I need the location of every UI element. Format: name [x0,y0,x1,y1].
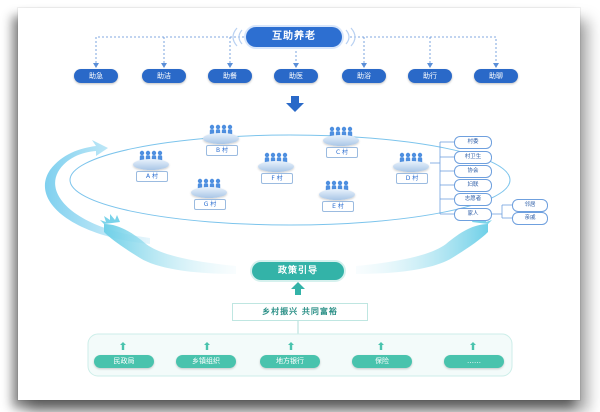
connector-arrowheads [93,63,499,68]
down-arrow-icon [286,96,304,112]
cycle-swoosh [44,140,150,244]
org-pill: 地方银行 [260,355,320,368]
village-base [393,161,429,172]
branch-neighbors: 邻居 [512,199,548,212]
service-pill: 助行 [408,69,452,83]
org-pill: 乡镇组织 [176,355,236,368]
slogan-box: 乡村振兴 共同富裕 [232,303,368,321]
branch-womens-federation: 妇联 [454,179,492,192]
village-f: F 村 [255,152,297,184]
village-base [319,189,355,200]
village-label: D 村 [396,173,428,184]
service-pill: 助洁 [142,69,186,83]
service-pill: 助浴 [342,69,386,83]
village-ring [69,134,511,226]
village-base [191,187,227,198]
village-label: G 村 [194,199,226,210]
branch-village-health: 村卫生 [454,151,492,164]
service-connectors [95,36,497,66]
village-a: A 村 [130,150,172,182]
village-d-branch-lines [430,141,512,219]
org-up-arrow-icon [204,342,210,350]
branch-relatives: 亲戚 [512,212,548,225]
policy-guidance-pill: 政策引导 [252,262,344,280]
village-label: C 村 [326,147,358,158]
village-base [258,161,294,172]
village-label: E 村 [322,201,354,212]
org-pill: 保险 [352,355,412,368]
branch-village-committee: 村委 [454,136,492,149]
village-label: A 村 [136,171,168,182]
branch-family: 家人 [454,208,492,221]
left-fingers [100,214,120,224]
title-pill: 互助养老 [246,27,342,47]
policy-up-arrow-icon [291,282,305,295]
left-hand-icon [104,224,236,274]
village-label: B 村 [206,145,238,156]
village-g: G 村 [188,178,230,210]
org-up-arrow-icon [120,342,126,350]
branch-volunteers: 志愿者 [454,193,492,206]
village-label: F 村 [261,173,293,184]
service-pill: 助急 [74,69,118,83]
org-up-arrow-icon [470,342,476,350]
village-b: B 村 [200,124,242,156]
service-pill: 助医 [274,69,318,83]
village-d: D 村 [390,152,432,184]
org-up-arrow-icon [378,342,384,350]
right-hand-icon [356,224,488,274]
village-c: C 村 [320,126,362,158]
village-base [203,133,239,144]
service-pill: 助聊 [474,69,518,83]
service-pill: 助餐 [208,69,252,83]
org-pill: …… [444,355,504,368]
village-base [133,159,169,170]
title-glow [232,27,356,47]
org-up-arrow-icon [288,342,294,350]
village-e: E 村 [316,180,358,212]
village-base [323,135,359,146]
org-pill: 民政局 [94,355,154,368]
branch-association: 协会 [454,165,492,178]
